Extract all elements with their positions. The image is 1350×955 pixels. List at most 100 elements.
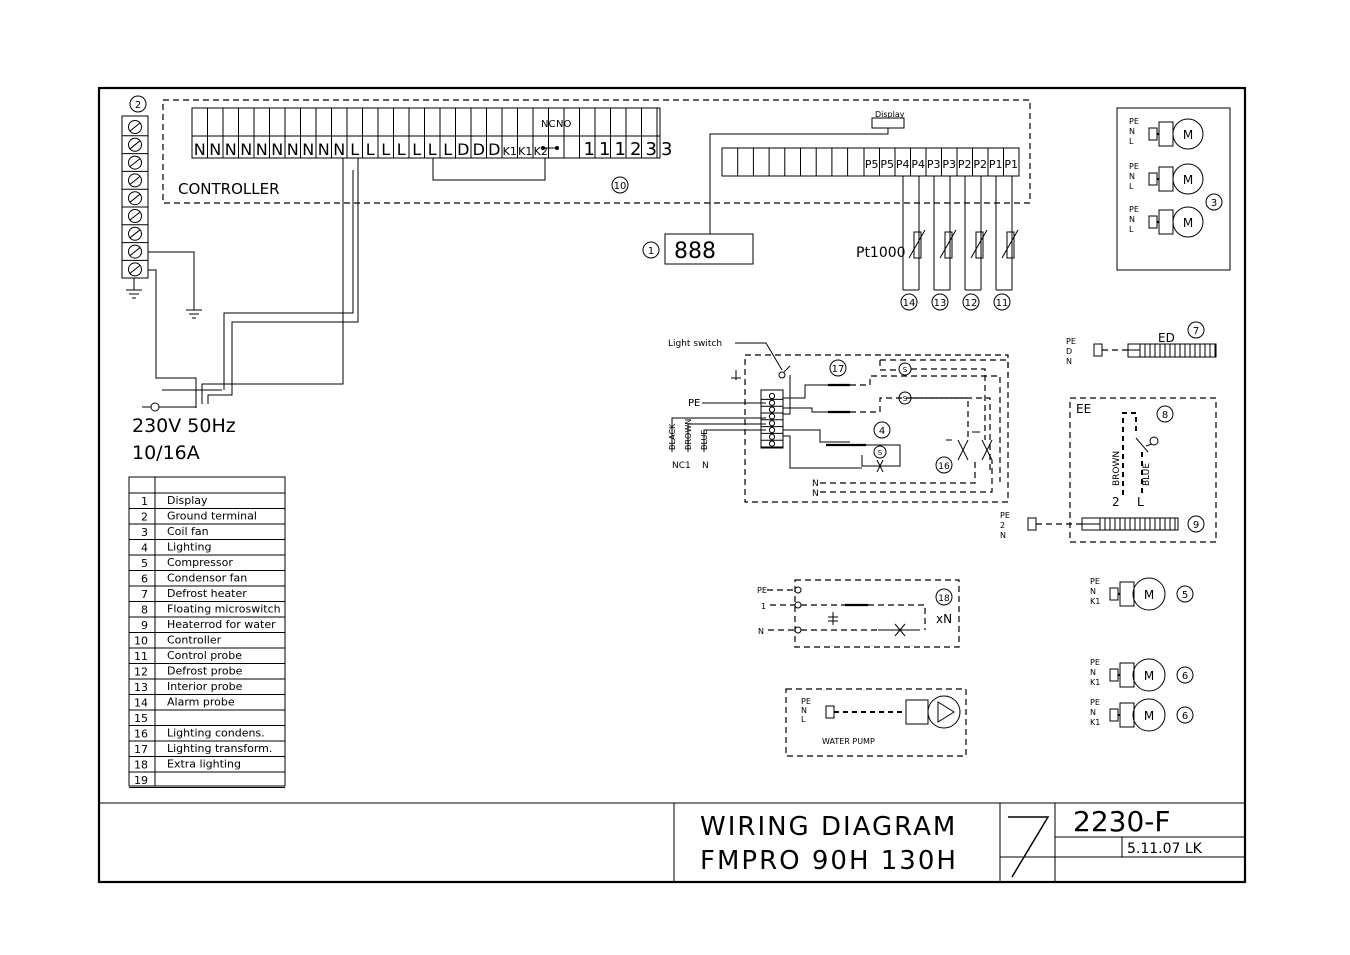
ref-callout-4: 4 (873, 421, 891, 439)
controller-terminal-label: 2 (630, 139, 641, 160)
svg-text:2: 2 (1112, 495, 1120, 509)
probe-terminal-label: P2 (958, 158, 972, 171)
legend-row-description: Defrost probe (167, 665, 243, 678)
legend-row-description: Compressor (167, 556, 233, 569)
ref-callout-8: 8 (1156, 405, 1174, 423)
controller-terminal-label: L (381, 140, 390, 159)
heaterrod: PE 2 N 9 (1000, 511, 1205, 540)
title-line-1: WIRING DIAGRAM (700, 812, 957, 842)
motor-icon (1172, 163, 1204, 195)
ground-terminal-block: 2 (121, 95, 149, 299)
svg-text:M: M (1183, 173, 1193, 187)
lamp-1: S (898, 362, 912, 376)
legend-row-description: Ground terminal (167, 510, 257, 523)
supply-current: 10/16A (132, 442, 200, 464)
probe-terminal-label: P3 (927, 158, 941, 171)
legend-row-number: 9 (141, 619, 148, 632)
svg-text:N: N (1090, 587, 1096, 596)
controller-terminal-label: L (350, 140, 359, 159)
svg-text:1: 1 (648, 246, 654, 257)
probe-ref-number: 12 (965, 298, 978, 309)
svg-text:PE: PE (1066, 337, 1076, 346)
svg-text:PE: PE (757, 586, 767, 595)
legend-row-number: 12 (134, 666, 148, 679)
drawing-number: 2230-F (1073, 805, 1170, 838)
controller-terminal-label: N (271, 140, 283, 159)
title-logo-icon (1008, 816, 1050, 878)
svg-text:9: 9 (1193, 520, 1199, 531)
svg-text:16: 16 (938, 462, 950, 472)
svg-text:PE: PE (1129, 162, 1139, 171)
svg-text:K1: K1 (1090, 597, 1100, 606)
controller-terminal-label: L (443, 140, 452, 159)
svg-text:PE: PE (1000, 511, 1010, 520)
ref-callout-17: 17 (829, 359, 847, 377)
legend-row-description: Interior probe (167, 680, 243, 693)
svg-text:N: N (1090, 668, 1096, 677)
legend-row-description: Extra lighting (167, 758, 241, 771)
legend-row-description: Lighting condens. (167, 727, 265, 740)
motor-icon (1172, 206, 1204, 238)
controller-terminal-label: 3 (646, 139, 657, 160)
sheet-border (97, 86, 1247, 884)
controller-terminal-label: L (412, 140, 421, 159)
legend-row-number: 11 (134, 650, 148, 663)
controller-terminal-label: D (488, 140, 500, 159)
ref-callout-3: 3 (1205, 193, 1223, 211)
svg-text:S: S (903, 366, 908, 374)
svg-text:xN: xN (936, 612, 952, 626)
svg-text:18: 18 (938, 594, 950, 604)
probe-terminal-label: P5 (880, 158, 894, 171)
svg-text:PE: PE (1090, 658, 1100, 667)
svg-text:2: 2 (135, 100, 141, 111)
controller-terminal-label: N (256, 140, 268, 159)
svg-text:5: 5 (1182, 590, 1188, 601)
legend-row-number: 3 (141, 526, 148, 539)
svg-text:M: M (1144, 709, 1154, 723)
svg-text:N: N (1129, 127, 1135, 136)
svg-text:N: N (1129, 172, 1135, 181)
title-block: WIRING DIAGRAM FMPRO 90H 130H 2230-F 5.1… (99, 802, 1245, 882)
svg-text:PE: PE (1129, 205, 1139, 214)
probe-terminal-label: P4 (896, 158, 910, 171)
probe-terminal-label: P3 (942, 158, 956, 171)
controller-terminal-label: L (366, 140, 375, 159)
controller-terminal-label: K2 (534, 145, 548, 158)
controller-terminal-label: L (397, 140, 406, 159)
controller-terminal-label: K1 (518, 145, 532, 158)
float-switch-box-label: EE (1076, 402, 1091, 416)
controller-terminal-label: 1 (615, 139, 626, 160)
supply-voltage: 230V 50Hz (132, 415, 236, 437)
legend-row-number: 17 (134, 743, 148, 756)
svg-text:7: 7 (1193, 326, 1199, 337)
legend-row-description: Control probe (167, 649, 242, 662)
lamp-3: S (873, 445, 887, 459)
svg-text:M: M (1144, 669, 1154, 683)
svg-text:N: N (812, 479, 819, 489)
extra-lighting: PE 1 N 18 xN (757, 579, 960, 648)
ref-callout-7: 7 (1187, 321, 1205, 339)
legend-row-number: 5 (141, 557, 148, 570)
svg-text:N: N (801, 706, 807, 715)
probe-ref-number: 14 (903, 298, 916, 309)
svg-text:PE: PE (801, 697, 811, 706)
light-switch-label: Light switch (668, 339, 722, 349)
display-unit: 1 888 (642, 233, 754, 265)
controller-terminal-strip (191, 107, 661, 159)
controller-terminal-label: N (194, 140, 206, 159)
legend-row-description: Display (167, 494, 208, 507)
svg-text:N: N (812, 489, 819, 499)
svg-text:10: 10 (614, 181, 627, 192)
svg-text:BROWN: BROWN (684, 419, 693, 450)
svg-text:N: N (1000, 531, 1006, 540)
legend-row-number: 14 (134, 697, 148, 710)
svg-text:8: 8 (1162, 410, 1168, 421)
legend-row-description: Lighting transform. (167, 742, 272, 755)
svg-text:L: L (1137, 495, 1144, 509)
controller-terminal-label: N (302, 140, 314, 159)
